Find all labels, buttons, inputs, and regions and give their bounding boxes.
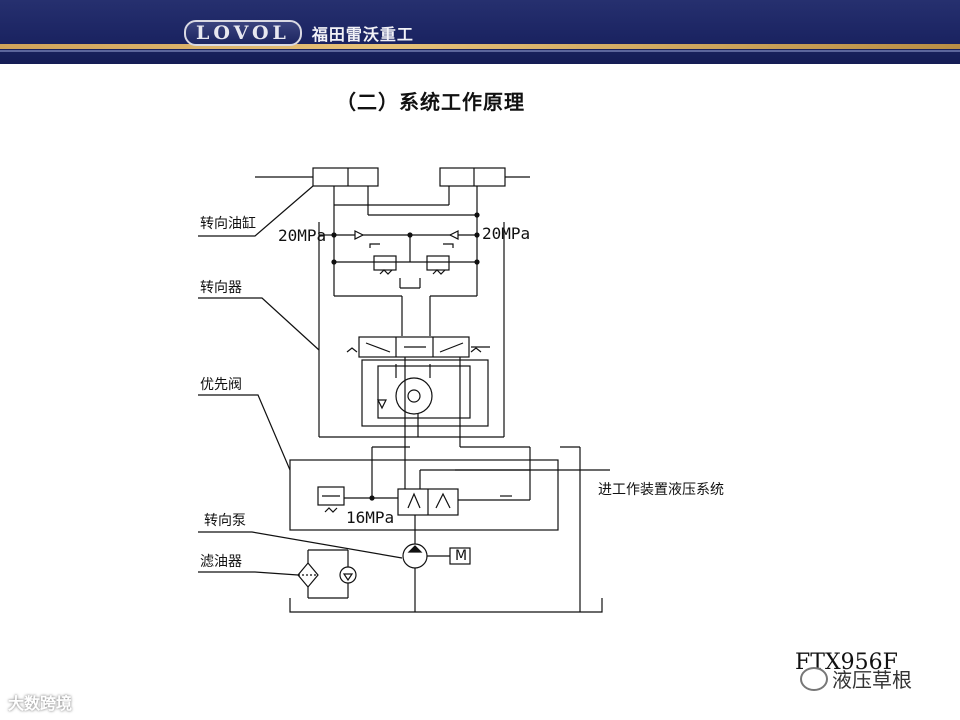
label-pressure-priority: 16MPa: [346, 508, 394, 527]
steering-cylinder-left: [290, 167, 379, 187]
banner-gold-stripe: [0, 44, 960, 49]
label-pressure-right: 20MPa: [482, 224, 530, 243]
banner-light-stripe: [0, 50, 960, 52]
watermark-right-text: 液压草根: [832, 668, 912, 692]
label-filter: 滤油器: [200, 554, 242, 570]
wechat-icon: [800, 666, 828, 691]
label-to-work-system: 进工作装置液压系统: [598, 482, 724, 498]
slide-title: （二）系统工作原理: [336, 90, 525, 114]
steering-cylinder-right: [439, 167, 530, 187]
watermark-left: 大数跨境: [8, 694, 73, 713]
label-motor: M: [455, 548, 467, 564]
brand-name-cn: 福田雷沃重工: [311, 25, 414, 44]
label-steering-pump: 转向泵: [204, 513, 246, 529]
priority-valve-box: [289, 459, 559, 531]
label-steering-unit: 转向器: [200, 280, 242, 296]
label-steering-cylinder: 转向油缸: [200, 215, 256, 232]
watermark-right: 液压草根: [800, 664, 912, 693]
relief-valve-16mpa: [317, 446, 410, 513]
label-pressure-left: 20MPa: [278, 226, 326, 245]
oil-filter: [297, 549, 357, 599]
logo-badge: LOVOL: [184, 20, 302, 46]
tank: [289, 598, 603, 613]
brand-logo: LOVOL 福田雷沃重工: [184, 20, 414, 46]
header-banner: LOVOL 福田雷沃重工: [0, 0, 960, 64]
label-priority-valve: 优先阀: [200, 377, 242, 393]
steering-pump: [402, 515, 471, 612]
logo-text: LOVOL: [196, 22, 290, 44]
priority-valve: [397, 447, 610, 516]
steering-unit: [346, 336, 530, 460]
